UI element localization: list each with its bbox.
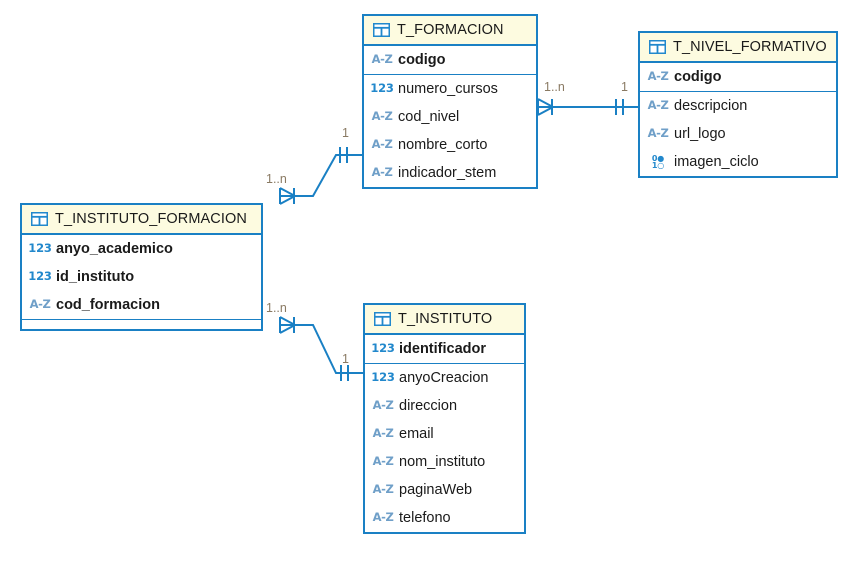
varchar-icon: A-Z [647,98,669,113]
table-icon [374,312,391,326]
varchar-icon: A-Z [372,398,394,413]
attribute-name: id_instituto [56,269,135,285]
attribute-section [22,320,261,329]
attribute-row-pk[interactable]: 123 identificador [365,335,524,363]
numeric-icon: 123 [370,81,394,96]
attribute-row[interactable]: 123 anyoCreacion [365,364,524,392]
attribute-row[interactable]: 0●1○ imagen_ciclo [640,148,836,176]
attribute-name: telefono [399,510,451,526]
attribute-row[interactable]: A-Z cod_nivel [364,103,536,131]
numeric-icon: 123 [371,341,395,356]
attribute-name: indicador_stem [398,165,497,181]
table-icon [31,212,48,226]
attribute-name: cod_nivel [398,109,460,125]
varchar-icon: A-Z [29,297,51,312]
connector-formacion-nivel [537,98,638,116]
attribute-name: anyo_academico [56,241,173,257]
primary-key-section: 123 identificador [365,335,524,364]
attribute-row[interactable]: A-Z nombre_corto [364,131,536,159]
attribute-name: paginaWeb [399,482,473,498]
attribute-row[interactable]: A-Z email [365,420,524,448]
attribute-name: descripcion [674,98,748,114]
varchar-icon: A-Z [371,109,393,124]
cardinality-label: 1..n [544,80,565,94]
attribute-row[interactable]: A-Z telefono [365,504,524,532]
cardinality-label: 1 [342,352,349,366]
attribute-name: nombre_corto [398,137,488,153]
table-icon [649,40,666,54]
attribute-name: numero_cursos [398,81,498,97]
attribute-name: codigo [674,69,722,85]
attribute-row[interactable]: A-Z descripcion [640,92,836,120]
varchar-icon: A-Z [371,52,393,67]
binary-icon: 0●1○ [651,154,665,170]
varchar-icon: A-Z [371,165,393,180]
primary-key-section: A-Z codigo [364,46,536,75]
table-icon [373,23,390,37]
entity-title: T_FORMACION [397,22,504,38]
cardinality-label: 1..n [266,301,287,315]
attribute-row-pk[interactable]: 123 id_instituto [22,263,261,291]
numeric-icon: 123 [28,241,52,256]
primary-key-section: A-Z codigo [640,63,836,92]
attribute-row[interactable]: A-Z direccion [365,392,524,420]
varchar-icon: A-Z [372,482,394,497]
entity-header[interactable]: T_FORMACION [364,16,536,46]
varchar-icon: A-Z [372,426,394,441]
entity-header[interactable]: T_INSTITUTO [365,305,524,335]
varchar-icon: A-Z [372,510,394,525]
varchar-icon: A-Z [647,69,669,84]
attribute-name: codigo [398,52,446,68]
attribute-name: url_logo [674,126,726,142]
attribute-row[interactable]: A-Z indicador_stem [364,159,536,187]
attribute-name: email [399,426,434,442]
entity-title: T_INSTITUTO_FORMACION [55,211,247,227]
varchar-icon: A-Z [371,137,393,152]
varchar-icon: A-Z [647,126,669,141]
cardinality-label: 1..n [266,172,287,186]
entity-header[interactable]: T_NIVEL_FORMATIVO [640,33,836,63]
attribute-row[interactable]: A-Z nom_instituto [365,448,524,476]
connector-institutoformacion-formacion [279,147,362,205]
attribute-name: imagen_ciclo [674,154,759,170]
cardinality-label: 1 [621,80,628,94]
entity-title: T_INSTITUTO [398,311,493,327]
attribute-row[interactable]: A-Z url_logo [640,120,836,148]
entity-title: T_NIVEL_FORMATIVO [673,39,827,55]
attribute-row[interactable]: 123 numero_cursos [364,75,536,103]
attribute-name: cod_formacion [56,297,160,313]
cardinality-label: 1 [342,126,349,140]
attribute-row-pk[interactable]: A-Z codigo [364,46,536,74]
attribute-row[interactable]: A-Z paginaWeb [365,476,524,504]
numeric-icon: 123 [371,370,395,385]
entity-header[interactable]: T_INSTITUTO_FORMACION [22,205,261,235]
varchar-icon: A-Z [372,454,394,469]
attribute-name: anyoCreacion [399,370,489,386]
attribute-name: identificador [399,341,487,357]
attribute-row-pk[interactable]: A-Z codigo [640,63,836,91]
attribute-name: nom_instituto [399,454,486,470]
connector-institutoformacion-instituto [279,316,363,381]
numeric-icon: 123 [28,269,52,284]
attribute-row-pk[interactable]: A-Z cod_formacion [22,291,261,319]
attribute-name: direccion [399,398,458,414]
attribute-row-pk[interactable]: 123 anyo_academico [22,235,261,263]
